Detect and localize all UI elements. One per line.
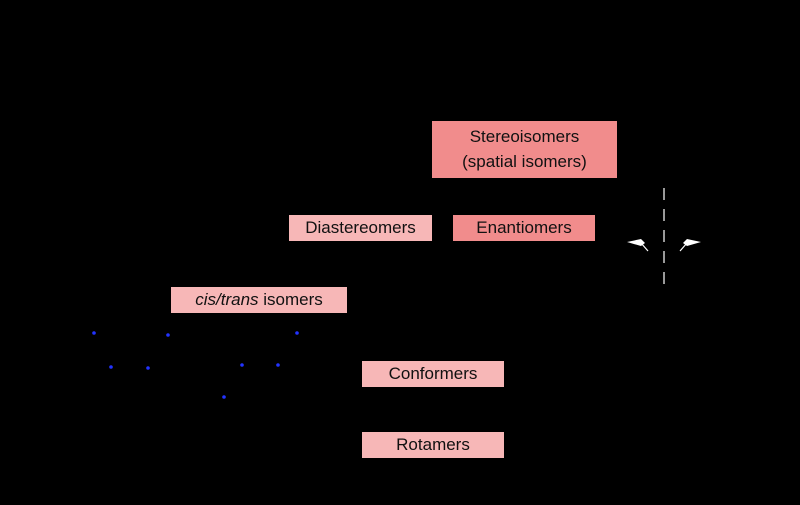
stereoisomers-sublabel: (spatial isomers) [462,151,587,171]
marker-dot [92,331,96,335]
stereoisomers-box: Stereoisomers (spatial isomers) [432,121,617,178]
marker-dot [222,395,226,399]
marker-dot [276,363,280,367]
rotamers-box: Rotamers [362,432,504,458]
cis-trans-italic-label: cis/trans [195,289,259,309]
rotamers-label: Rotamers [396,434,470,454]
conformers-label: Conformers [388,363,478,383]
mirror-arrow-right-icon [679,239,701,252]
conformers-box: Conformers [362,361,504,387]
marker-dot [240,363,244,367]
cis-trans-isomers-box: cis/trans isomers [171,287,347,313]
marker-dot [295,331,299,335]
stereoisomers-label: Stereoisomers [469,126,580,146]
marker-dot [109,365,113,369]
marker-dot [166,333,170,337]
structure-markers [92,331,299,399]
diastereomers-box: Diastereomers [289,215,432,241]
enantiomers-box: Enantiomers [453,215,595,241]
marker-dot [146,366,150,370]
mirror-arrow-left-icon [627,239,649,252]
diastereomers-label: Diastereomers [305,217,416,237]
enantiomers-label: Enantiomers [476,217,572,237]
cis-trans-suffix-label: isomers [258,289,323,309]
